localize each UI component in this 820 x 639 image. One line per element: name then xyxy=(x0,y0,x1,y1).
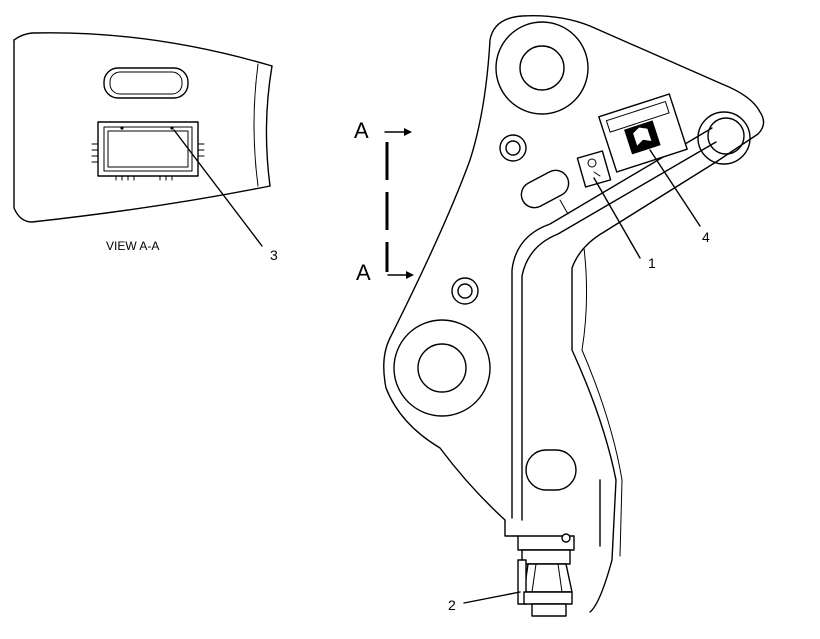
leader-line-1 xyxy=(593,177,641,259)
nut-lower xyxy=(523,591,573,605)
inset-inner-edge xyxy=(253,63,259,187)
bolt-upper-inner xyxy=(505,140,521,156)
view-a-a-inset: 3 VIEW A-A xyxy=(13,32,278,263)
left-bore-outer xyxy=(393,319,491,417)
leader-line-3 xyxy=(173,129,263,247)
inset-plate-rivet xyxy=(170,126,174,130)
bracket-web-line xyxy=(581,247,623,557)
callout-4: 4 xyxy=(702,229,710,245)
nut-pin xyxy=(561,533,571,543)
bracket-rail-outer xyxy=(511,127,713,519)
bolt-lower-outer xyxy=(451,277,479,305)
bracket-rail-inner xyxy=(521,141,717,521)
label-item-1-symbol xyxy=(587,158,597,168)
section-marker-bottom: A xyxy=(356,260,371,285)
nut-bottom xyxy=(531,603,567,617)
inset-outline-left xyxy=(13,39,271,223)
bracket-lower-left xyxy=(504,519,519,537)
label-item-1 xyxy=(576,150,612,188)
upper-slot xyxy=(520,169,570,209)
main-bracket: 1 4 2 xyxy=(383,15,765,617)
inset-slot xyxy=(103,67,189,99)
arrow-top-head xyxy=(404,128,412,136)
nut-upper xyxy=(521,549,571,565)
bolt-lower-inner xyxy=(457,283,473,299)
upper-slot-tab xyxy=(559,199,569,215)
view-title: VIEW A-A xyxy=(106,239,159,253)
inset-plate-face xyxy=(107,130,189,168)
inset-plate-ticks-right xyxy=(197,143,205,157)
inset-outline-right xyxy=(265,65,273,187)
lower-slot xyxy=(525,449,577,491)
inset-outline-top xyxy=(13,32,273,67)
top-bore-outer xyxy=(495,21,589,115)
label-item-1-mark xyxy=(593,171,601,177)
inset-plate-rivet xyxy=(120,126,124,130)
leader-line-2 xyxy=(463,591,521,604)
right-pin-inner xyxy=(707,117,745,155)
right-pin-outer xyxy=(697,111,751,165)
bolt-upper-outer xyxy=(499,134,527,162)
callout-1: 1 xyxy=(648,255,656,271)
callout-2: 2 xyxy=(448,597,456,613)
callout-3: 3 xyxy=(270,247,278,263)
inset-plate-outer xyxy=(97,121,199,177)
inset-plate-ticks-left xyxy=(91,143,99,163)
leader-line-4 xyxy=(649,149,701,227)
nut-body-flats xyxy=(531,563,563,593)
nut-body xyxy=(523,563,573,593)
section-marker-top: A xyxy=(354,118,369,143)
section-markers: A A xyxy=(354,118,414,285)
inset-plate-ticks-bottom xyxy=(115,175,173,181)
book-icon-pages xyxy=(631,126,653,148)
left-bore-inner xyxy=(417,343,467,393)
label-item-4-header xyxy=(605,101,670,133)
inset-plate-inner xyxy=(103,126,193,172)
nut-side-tab xyxy=(517,559,527,605)
arrow-bottom-head xyxy=(406,271,414,279)
top-bore-inner xyxy=(519,45,565,91)
bracket-outline xyxy=(383,15,765,613)
inset-slot-inner xyxy=(109,71,183,95)
